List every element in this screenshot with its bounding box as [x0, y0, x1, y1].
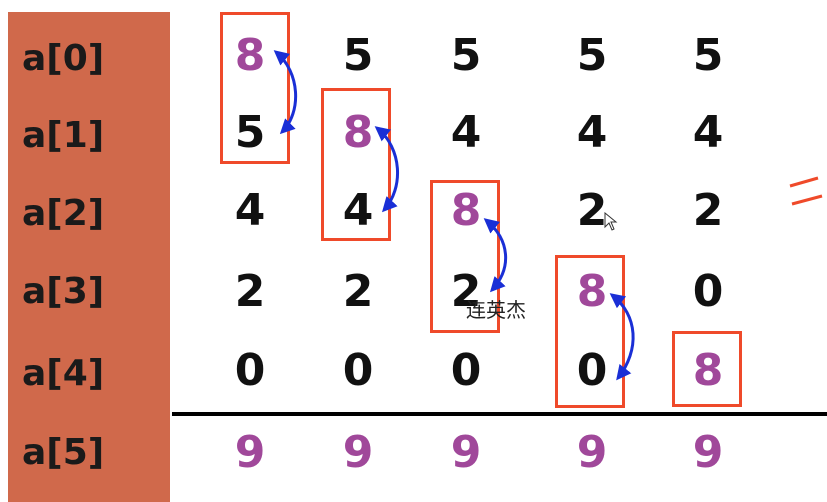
cell-pass-5-a0: 5 — [692, 30, 724, 81]
row-label-a3: a[3] — [22, 271, 105, 312]
sorted-divider-line — [172, 412, 827, 416]
row-label-a4: a[4] — [22, 353, 105, 394]
cell-pass-3-a5: 9 — [450, 427, 482, 478]
swap-arrow-pass-2 — [374, 126, 400, 213]
watermark-text: 连英杰 — [466, 298, 526, 322]
row-label-a0: a[0] — [22, 38, 105, 79]
pass-5-final-box — [672, 331, 742, 407]
cell-pass-5-a2: 2 — [692, 185, 724, 236]
red-annotation-marks — [789, 176, 823, 206]
cell-pass-5-a1: 4 — [692, 107, 724, 158]
cell-pass-5-a3: 0 — [692, 266, 724, 317]
cell-pass-2-a1: 8 — [342, 107, 374, 158]
cell-pass-2-a4: 0 — [342, 345, 374, 396]
cell-pass-1-a3: 2 — [234, 266, 266, 317]
row-label-a1: a[1] — [22, 115, 105, 156]
cell-pass-1-a5: 9 — [234, 427, 266, 478]
cell-pass-4-a5: 9 — [576, 427, 608, 478]
cell-pass-3-a4: 0 — [450, 345, 482, 396]
cell-pass-3-a1: 4 — [450, 107, 482, 158]
cell-pass-4-a2: 2 — [576, 185, 608, 236]
cell-pass-4-a0: 5 — [576, 30, 608, 81]
cell-pass-1-a4: 0 — [234, 345, 266, 396]
cell-pass-5-a4: 8 — [692, 345, 724, 396]
cell-pass-1-a2: 4 — [234, 185, 266, 236]
swap-arrow-pass-3 — [483, 218, 507, 293]
swap-arrow-pass-1 — [273, 50, 297, 135]
row-label-a5: a[5] — [22, 432, 105, 473]
cell-pass-3-a0: 5 — [450, 30, 482, 81]
row-label-a2: a[2] — [22, 193, 105, 234]
cell-pass-1-a1: 5 — [234, 107, 266, 158]
cell-pass-2-a5: 9 — [342, 427, 374, 478]
cell-pass-2-a2: 4 — [342, 185, 374, 236]
swap-arrow-pass-4 — [609, 293, 635, 381]
cell-pass-2-a0: 5 — [342, 30, 374, 81]
row-label-panel — [8, 12, 170, 502]
cell-pass-3-a2: 8 — [450, 185, 482, 236]
mouse-cursor-icon — [604, 212, 618, 231]
cell-pass-4-a3: 8 — [576, 266, 608, 317]
cell-pass-3-a3: 2 — [450, 266, 482, 317]
cell-pass-5-a5: 9 — [692, 427, 724, 478]
cell-pass-2-a3: 2 — [342, 266, 374, 317]
cell-pass-4-a1: 4 — [576, 107, 608, 158]
cell-pass-1-a0: 8 — [234, 30, 266, 81]
cell-pass-4-a4: 0 — [576, 345, 608, 396]
